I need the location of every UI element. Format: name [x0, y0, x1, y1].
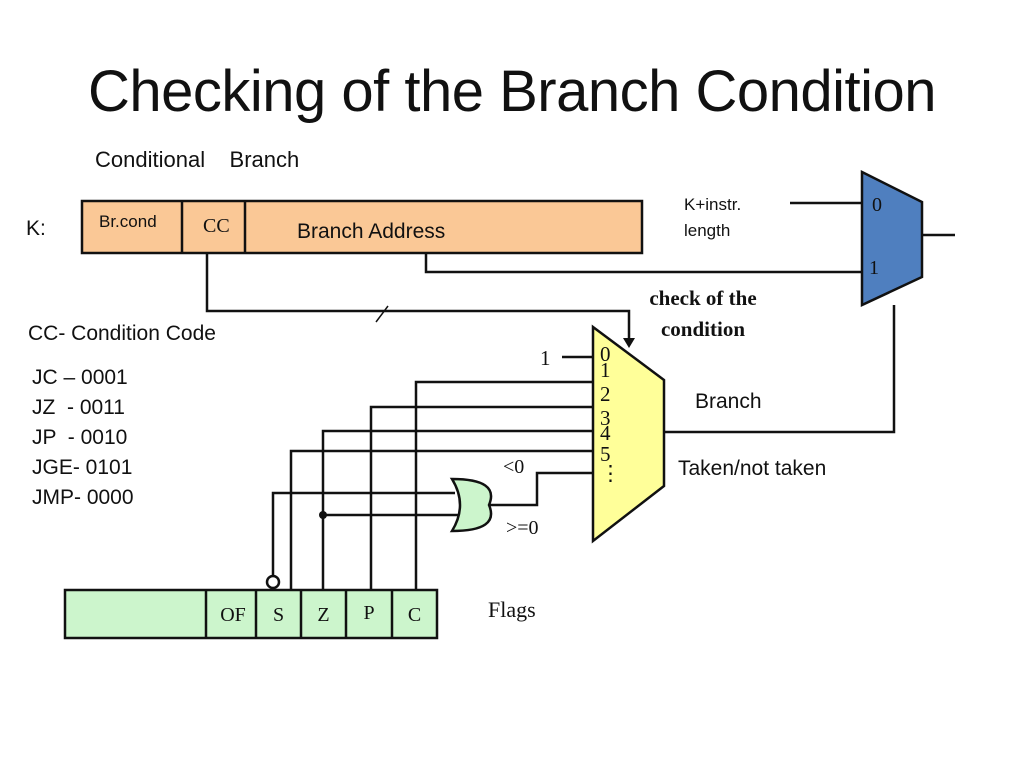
const-input-label: 1	[540, 346, 551, 370]
mux-input-3: 3	[600, 406, 611, 430]
condition-code-item: JMP- 0000	[32, 486, 134, 509]
mux-input-5: 5	[600, 442, 611, 466]
condition-code-item: JZ - 0011	[32, 396, 125, 419]
greater-equal-zero-label: >=0	[506, 517, 539, 539]
flags-register	[63, 588, 439, 640]
condition-code-item: JGE- 0101	[32, 456, 133, 479]
instruction-register-box	[80, 199, 644, 255]
or-output-wire	[489, 471, 593, 507]
mux-input-2: 2	[600, 382, 611, 406]
field-cc: CC	[203, 215, 230, 237]
or-gate	[449, 477, 493, 533]
register-label: K:	[26, 217, 46, 240]
junction-dot	[319, 511, 327, 519]
flag-z: Z	[317, 604, 330, 626]
branch-address-wire	[424, 253, 862, 274]
less-than-zero-label: <0	[503, 456, 525, 478]
cc-select-wire	[205, 253, 631, 343]
parity-flag-wire	[321, 429, 593, 593]
field-branch-address: Branch Address	[297, 220, 446, 243]
mux-input-4: 4	[600, 421, 611, 445]
inverter-bubble	[265, 574, 281, 590]
flag-of: OF	[220, 604, 246, 626]
condition-codes-heading: CC- Condition Code	[28, 322, 216, 345]
mux-input-0: 0	[600, 342, 611, 366]
arrow-head-icon	[623, 338, 635, 348]
branch-output-label: Branch	[695, 390, 762, 413]
flag-s: S	[272, 604, 285, 626]
output-mux-input-1: 1	[869, 257, 879, 279]
flags-register-box	[63, 588, 439, 640]
bus-slash	[375, 305, 389, 323]
condition-mux-inputs: 0 1 2 3 4 5 ⋮	[600, 344, 621, 484]
condition-codes-list: JC – 0001 JZ - 0011 JP - 0010 JGE- 0101 …	[32, 363, 134, 513]
mux-input-1: 1	[600, 358, 611, 382]
branch-taken-wire	[664, 305, 896, 434]
k-instr-length-label: K+instr. length	[684, 195, 742, 240]
condition-mux	[591, 324, 666, 544]
output-mux-input-0: 0	[872, 194, 882, 216]
mux-input-more: ⋮	[600, 461, 621, 485]
sign-flag-wire	[289, 449, 593, 593]
check-condition-label: check of the condition	[649, 286, 757, 341]
carry-flag-wire	[414, 380, 593, 593]
flags-label: Flags	[488, 597, 536, 622]
flag-p: P	[363, 602, 375, 624]
slide-title: Checking of the Branch Condition	[87, 59, 937, 124]
condition-code-item: JP - 0010	[32, 426, 128, 449]
field-br-cond: Br.cond	[99, 212, 157, 231]
output-mux	[860, 169, 924, 307]
sign-inverted-wire	[271, 491, 455, 578]
instruction-register	[80, 199, 644, 255]
flag-c: C	[407, 604, 422, 626]
zero-flag-wire	[369, 405, 593, 593]
condition-code-item: JC – 0001	[32, 366, 128, 389]
taken-not-taken-label: Taken/not taken	[678, 457, 827, 480]
instruction-heading: Conditional Branch	[95, 147, 300, 172]
